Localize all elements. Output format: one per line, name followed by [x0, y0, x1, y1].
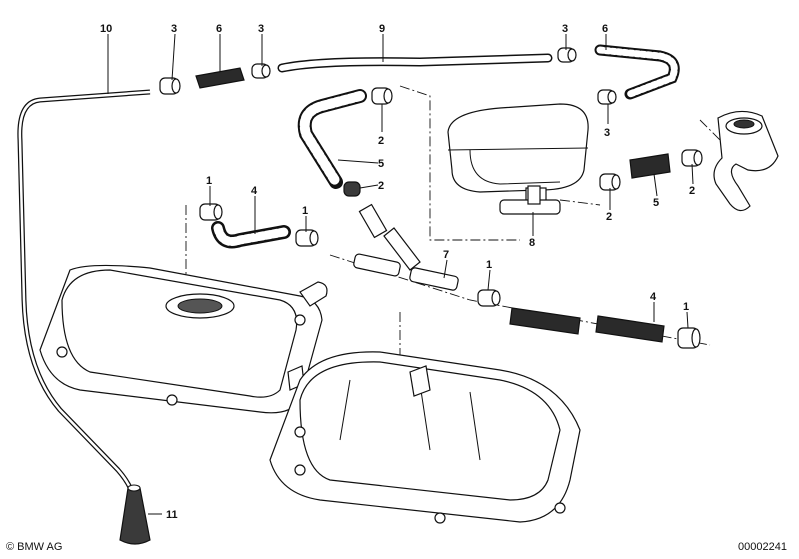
callout-4: 4: [650, 291, 657, 303]
callout-2: 2: [606, 211, 612, 223]
hose-clamp-2c: [599, 173, 621, 191]
leader-lines: [107, 33, 694, 515]
callout-1: 1: [486, 259, 492, 271]
hose-clamp-2a: [371, 87, 393, 105]
callout-5: 5: [378, 158, 384, 170]
callout-1: 1: [302, 205, 308, 217]
callout-6: 6: [602, 23, 608, 35]
hose-clamp-1a: [199, 203, 223, 221]
copyright-text: © BMW AG: [6, 541, 62, 553]
callout-1: 1: [683, 301, 689, 313]
callout-1: 1: [206, 175, 212, 187]
callout-3: 3: [258, 23, 264, 35]
hose-clamp-1c: [477, 289, 501, 307]
callout-11: 11: [166, 509, 178, 521]
y-connector-7: [353, 203, 459, 291]
callout-3: 3: [604, 127, 610, 139]
hose-clamp-1d: [677, 327, 701, 349]
callout-2: 2: [378, 180, 384, 192]
hose-clamp-1b: [295, 229, 319, 247]
callout-8: 8: [529, 237, 535, 249]
fuel-tank-left: [39, 264, 328, 414]
callout-2: 2: [689, 185, 695, 197]
hose-clamp-3b: [251, 63, 271, 79]
callout-5: 5: [653, 197, 659, 209]
hose-clamp-3a: [159, 77, 181, 95]
callout-4: 4: [251, 185, 258, 197]
breather-valve: [713, 110, 779, 212]
vent-pipe: [17, 89, 151, 501]
callout-2: 2: [378, 135, 384, 147]
hose-4b: [595, 315, 665, 343]
rubber-cap: [119, 484, 151, 545]
vent-hose-top: [277, 53, 553, 73]
callout-6: 6: [216, 23, 222, 35]
callout-3: 3: [562, 23, 568, 35]
hose-clamp-3c: [557, 47, 577, 63]
hose-clamp-2d: [681, 149, 703, 167]
short-hose-5b: [629, 153, 671, 179]
image-number: 00002241: [738, 541, 787, 553]
t-piece-8: [499, 185, 561, 215]
callouts: 10 3 6 3 9 3 6 2 3 5 2 1 4 1 7 8 2 5 2 1…: [100, 23, 695, 521]
callout-7: 7: [443, 249, 449, 261]
hose-4a: [211, 221, 291, 249]
hose-clamp-3d: [597, 89, 617, 105]
callout-3: 3: [171, 23, 177, 35]
callout-10: 10: [100, 23, 112, 35]
hose-segment-a: [509, 307, 581, 335]
hose-clamp-2b: [343, 181, 361, 197]
expansion-tank: [447, 103, 589, 211]
elbow-hose-5a: [297, 89, 367, 189]
short-hose-6a: [195, 67, 245, 89]
curved-hose-6b: [594, 44, 680, 100]
callout-9: 9: [379, 23, 385, 35]
fuel-tank-right: [269, 351, 581, 524]
